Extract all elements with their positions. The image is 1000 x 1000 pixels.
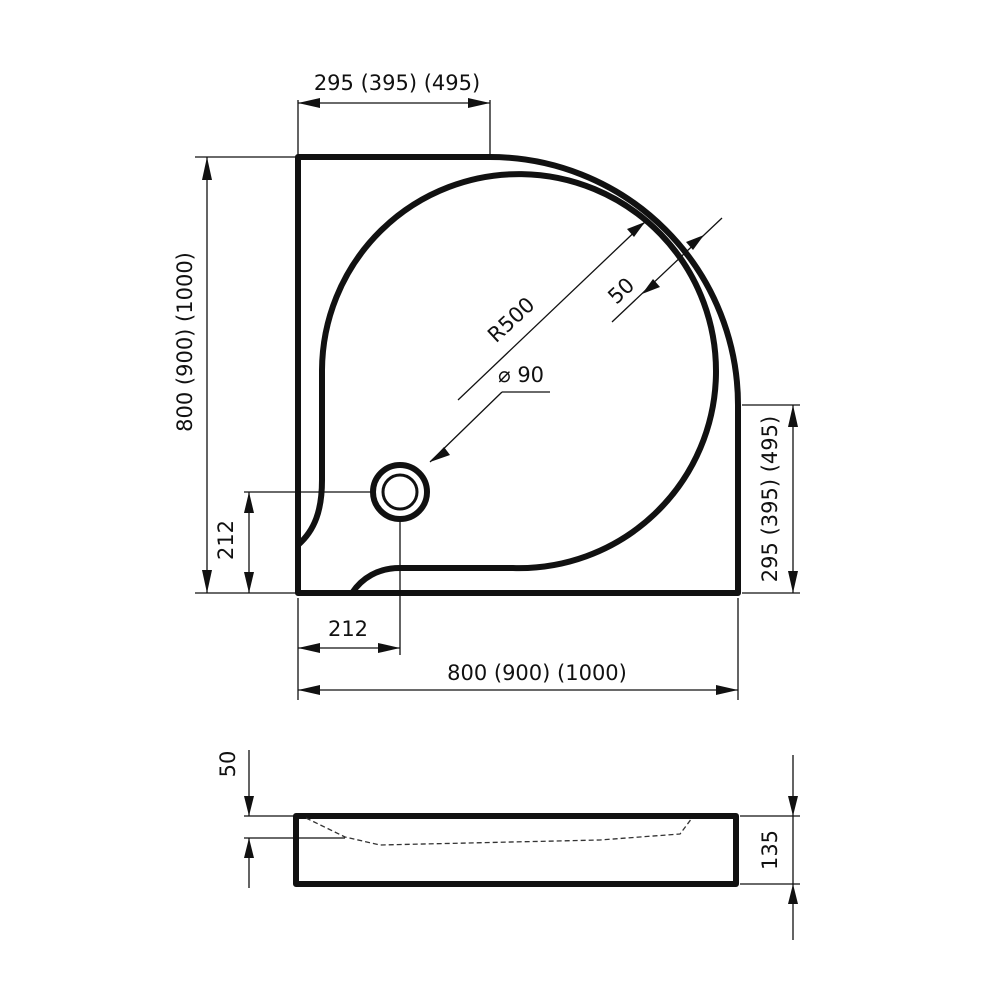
left-height-label: 800 (900) (1000) [173,252,197,432]
side-depth-dimension: 50 [216,750,345,888]
side-depth-label: 50 [216,751,240,778]
plan-view [295,154,741,596]
bottom-width-label: 800 (900) (1000) [447,661,627,685]
drain-x-label: 212 [328,617,368,641]
side-height-dimension: 135 [740,755,800,940]
top-width-label: 295 (395) (495) [314,71,480,95]
arrowhead [642,279,660,294]
arrowhead [788,884,798,904]
arrowhead [244,838,254,858]
side-view [293,813,739,887]
arrowhead [686,235,704,250]
side-height-label: 135 [758,830,782,870]
arrowhead [378,643,400,653]
radius-label: R500 [483,292,539,347]
arrowhead [627,222,645,237]
arrowhead [788,405,798,427]
arrowhead [788,571,798,593]
right-height-dimension: 295 (395) (495) [742,404,800,594]
arrowhead [468,98,490,108]
bottom-width-dimension: 800 (900) (1000) [298,598,739,700]
radius-dimension: R500 [457,221,646,401]
rim-label: 50 [603,273,639,309]
arrowhead [298,643,320,653]
drain-inner-ring [381,473,419,511]
arrowhead [298,685,320,695]
top-width-dimension: 295 (395) (495) [297,71,491,155]
drain-dimension: ⌀ 90 [429,363,550,463]
tray-side-profile [293,813,739,887]
arrowhead [788,796,798,816]
tray-outer-outline [295,154,741,596]
drain-y-dimension: 212 [214,491,372,593]
arrowhead [202,157,212,180]
arrowhead [202,570,212,593]
drain-outer-ring [370,462,430,522]
arrowhead [244,572,254,593]
left-height-dimension: 800 (900) (1000) [173,156,296,594]
radius-line [457,221,646,401]
drain-x-dimension: 212 [297,520,401,700]
drain-diameter-label: ⌀ 90 [498,363,544,387]
right-height-label: 295 (395) (495) [758,416,782,582]
drain-y-label: 212 [214,520,238,560]
arrowhead [244,796,254,816]
arrowhead [244,492,254,513]
arrowhead [716,685,738,695]
basin-hidden-line [305,817,693,846]
arrowhead [430,447,450,462]
tray-inner-basin [295,171,719,595]
arrowhead [298,98,320,108]
